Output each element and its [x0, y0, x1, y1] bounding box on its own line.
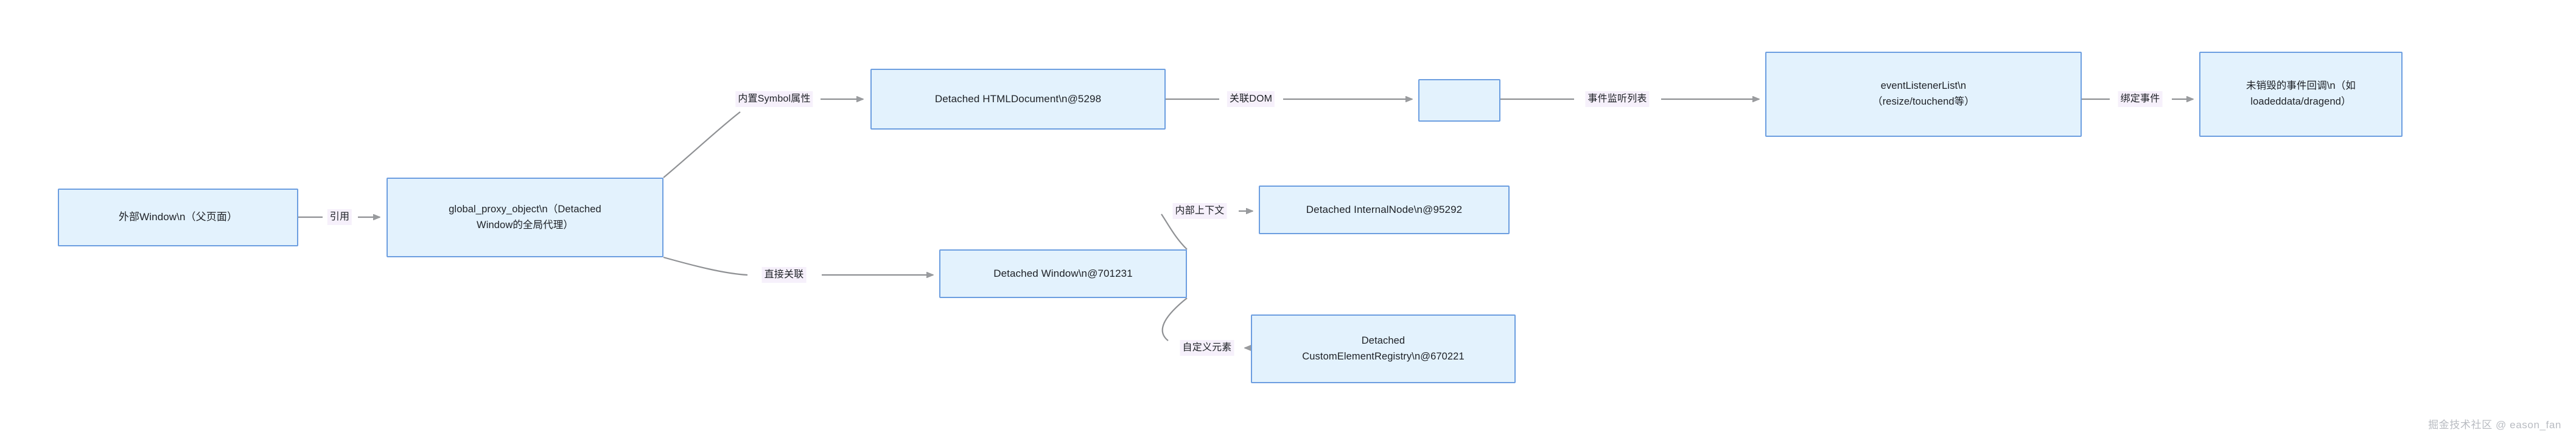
edge-label-direct-association: 直接关联	[761, 266, 807, 283]
edge-path-builtin-symbol	[663, 111, 741, 178]
edge-path-direct-association	[663, 256, 748, 276]
edge-label-associate-dom: 关联DOM	[1227, 91, 1275, 108]
node-undestroyed-callbacks[interactable]: 未销毁的事件回调\n（如 loadeddata/dragend）	[2199, 52, 2403, 137]
edge-label-listener-list: 事件监听列表	[1585, 91, 1650, 108]
edge-label-bind-event: 绑定事件	[2118, 91, 2163, 108]
node-detached-window[interactable]: Detached Window\n@701231	[939, 249, 1187, 298]
node-detached-internalnode[interactable]: Detached InternalNode\n@95292	[1259, 186, 1510, 234]
node-event-listener-list[interactable]: eventListenerList\n （resize/touchend等）	[1765, 52, 2082, 137]
edge-label-reference: 引用	[327, 209, 352, 226]
node-unnamed-blank[interactable]	[1418, 79, 1500, 122]
edge-label-builtin-symbol: 内置Symbol属性	[735, 91, 813, 108]
edge-path-internal-context	[1161, 214, 1188, 250]
node-global-proxy-object[interactable]: global_proxy_object\n（Detached Window的全局…	[387, 178, 663, 257]
node-detached-htmldocument[interactable]: Detached HTMLDocument\n@5298	[870, 69, 1166, 130]
edge-path-custom-element	[1161, 297, 1188, 341]
edge-label-custom-element: 自定义元素	[1180, 339, 1234, 356]
node-detached-customelementregistry[interactable]: Detached CustomElementRegistry\n@670221	[1251, 314, 1516, 383]
node-outer-window[interactable]: 外部Window\n（父页面）	[58, 189, 298, 246]
edge-label-internal-context: 内部上下文	[1172, 203, 1227, 220]
watermark-credit: 掘金技术社区 @ eason_fan	[2428, 419, 2561, 431]
